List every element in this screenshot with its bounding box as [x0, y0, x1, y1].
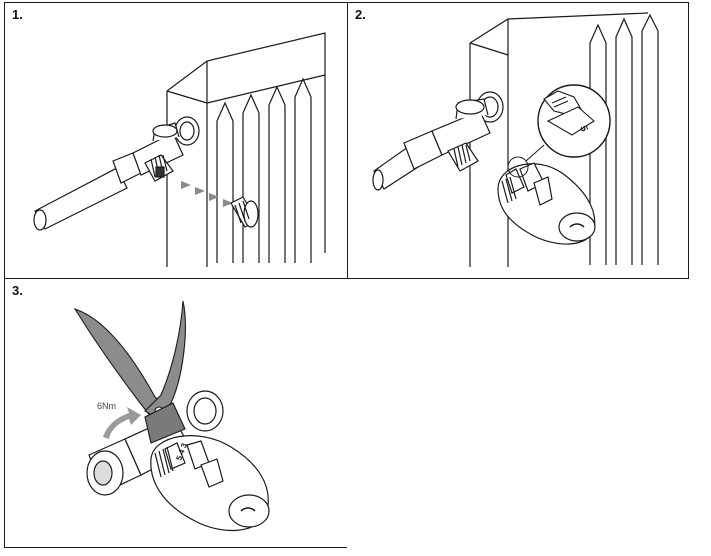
step-1-panel: 1. [4, 2, 348, 279]
step-3-number: 3. [12, 283, 23, 298]
wrench-icon [73, 300, 186, 444]
step-2-panel: 2. [347, 2, 689, 279]
valve-body-icon [112, 122, 184, 184]
torque-label: 6Nm [97, 401, 116, 411]
zoom-callout-icon [507, 84, 611, 178]
pipe-icon [372, 146, 419, 191]
step-1-illustration [33, 32, 326, 267]
radiator-icon [166, 32, 326, 267]
direction-arrows-icon [181, 181, 233, 207]
thermostatic-head-icon [150, 435, 270, 532]
valve-body-icon [403, 98, 491, 172]
thermostatic-head-icon [497, 162, 596, 245]
step-3-panel: 3. 5 4 3 [4, 278, 348, 548]
step-1-number: 1. [12, 7, 23, 22]
empty-panel [347, 278, 689, 548]
zoom-setting-label: 5 [577, 124, 589, 133]
pipe-icon [33, 167, 128, 231]
step-2-number: 2. [355, 7, 366, 22]
step-3-illustration: 5 4 3 6Nm [73, 300, 270, 532]
step-2-illustration: 5 [372, 12, 659, 267]
protective-cap-icon [230, 196, 259, 228]
rotation-arrow-icon [103, 407, 141, 439]
wall-ring-icon [186, 390, 224, 432]
